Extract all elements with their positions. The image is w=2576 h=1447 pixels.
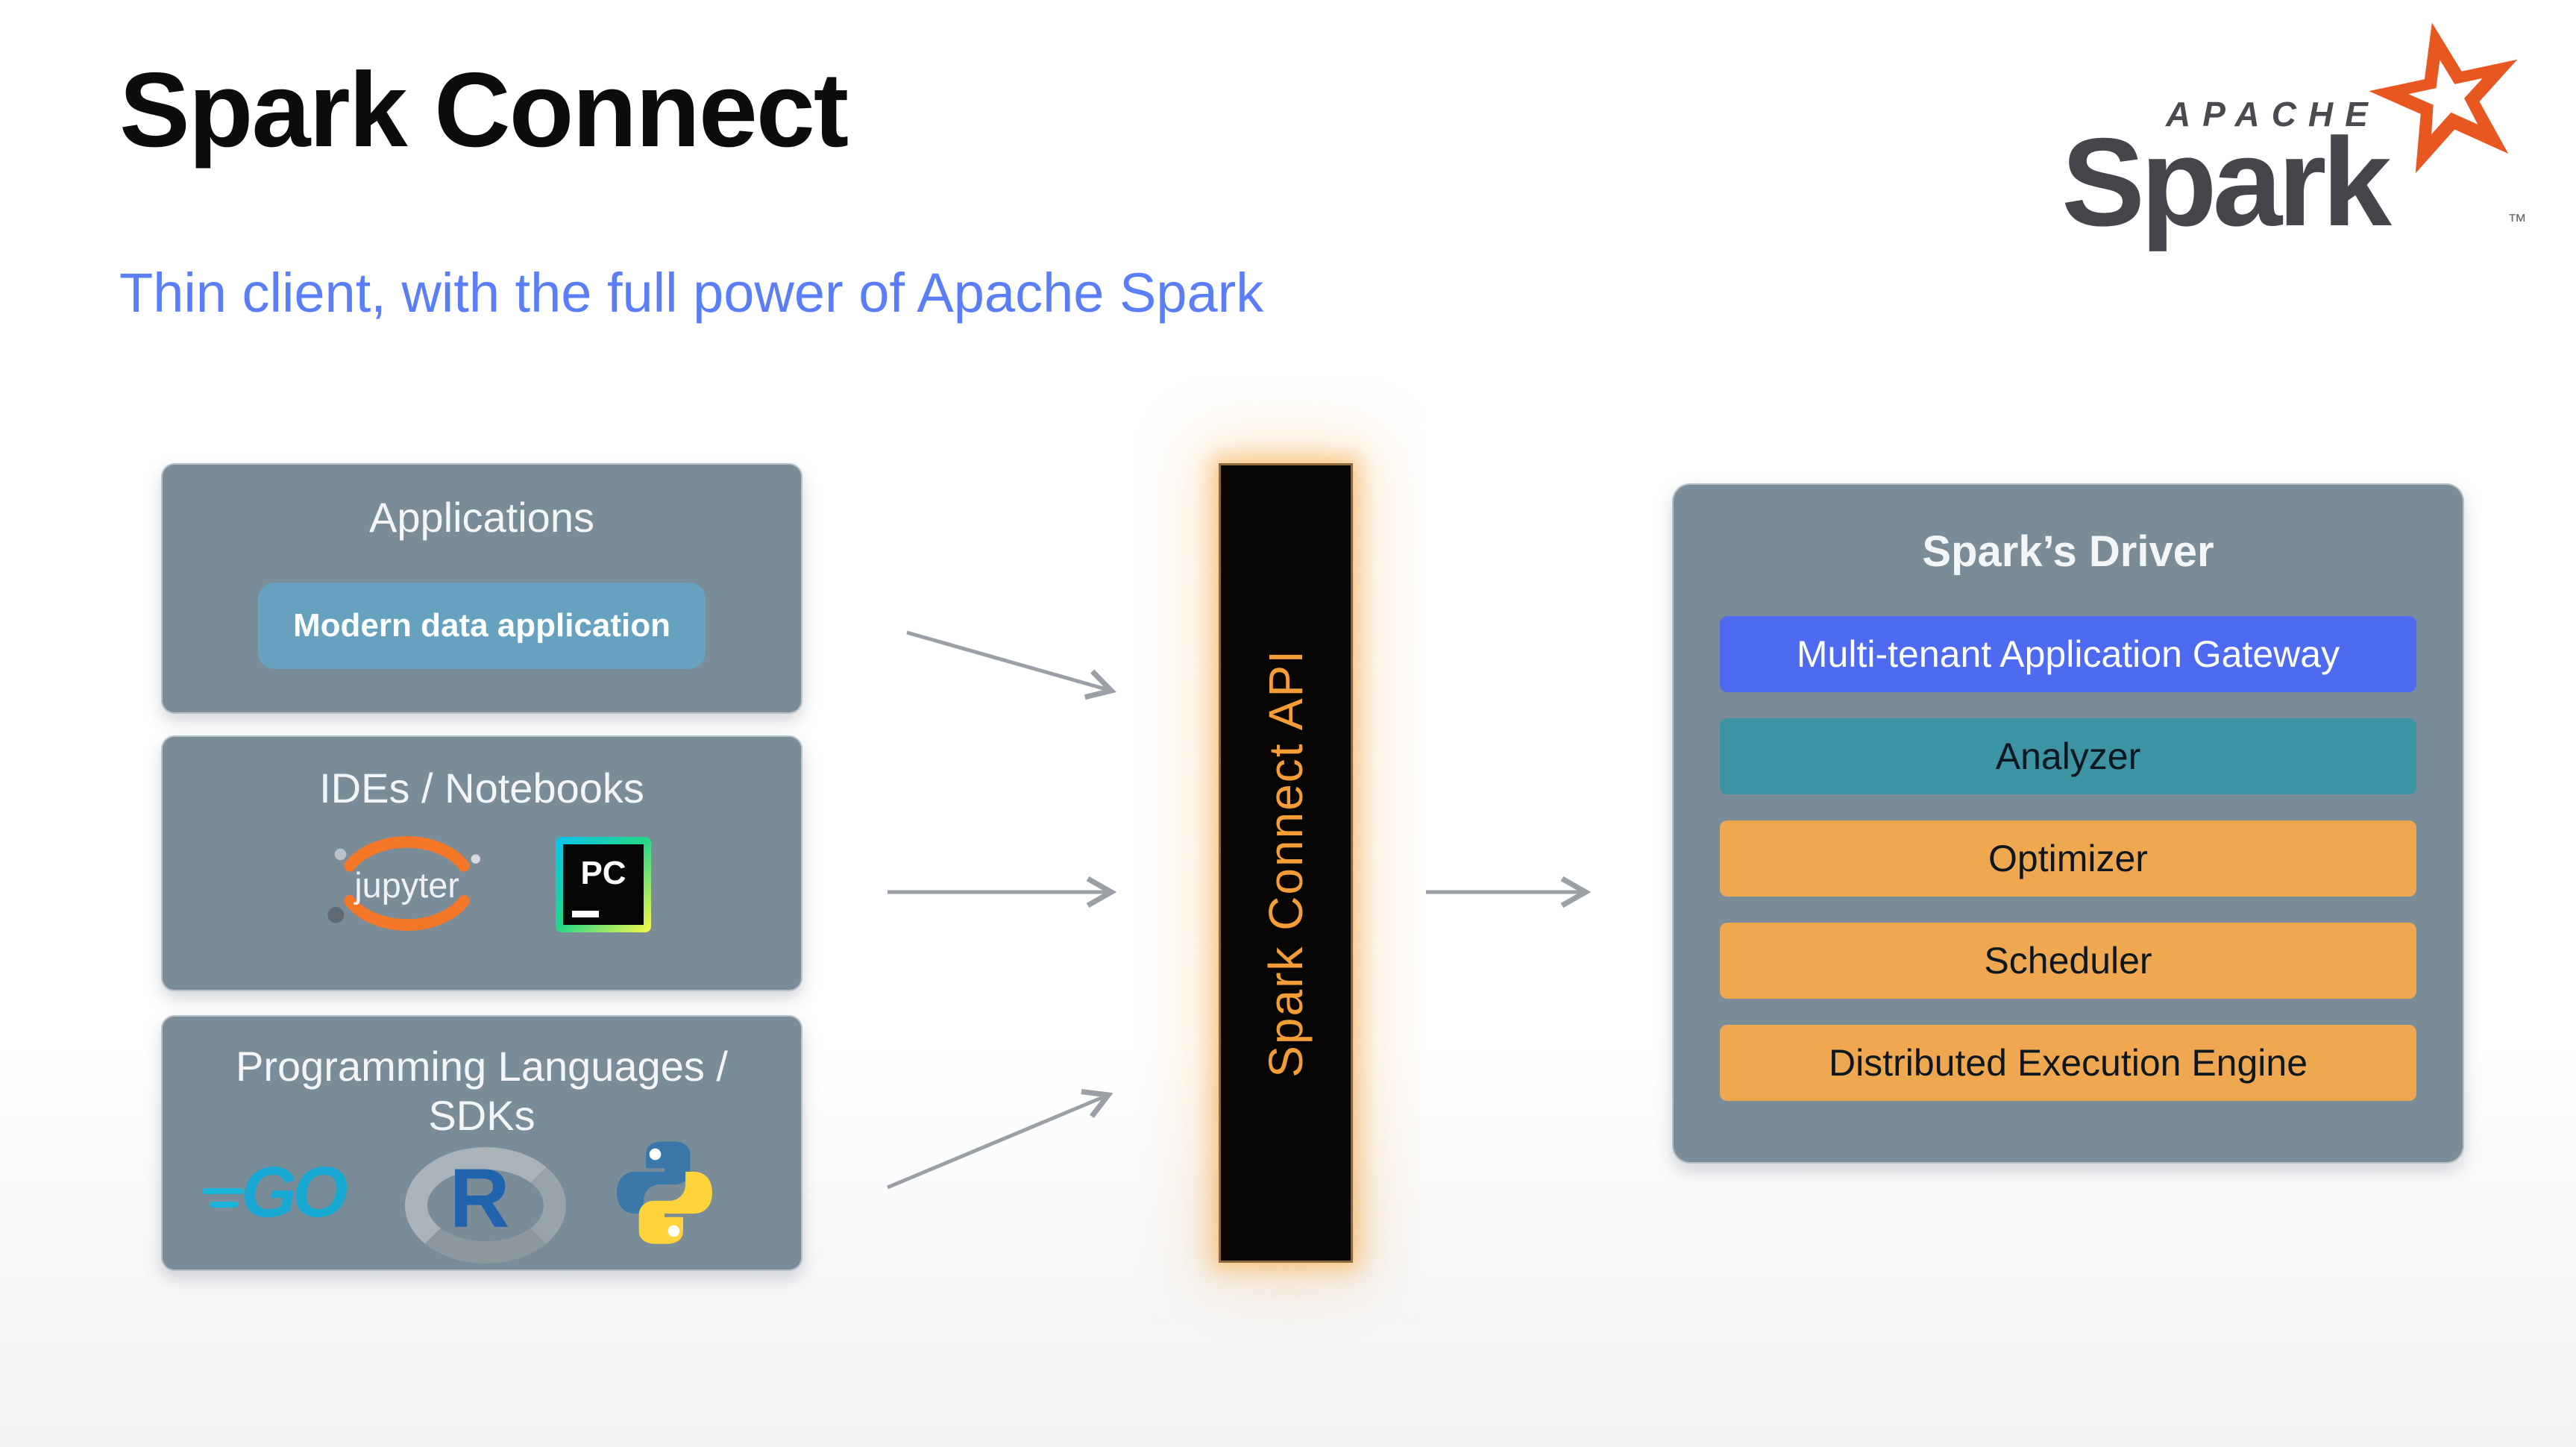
- ides-logo-row: jupyter PC: [163, 825, 801, 944]
- trademark-label: ™: [2507, 210, 2527, 232]
- applications-box: Applications Modern data application: [161, 463, 802, 714]
- jupyter-logo: jupyter: [327, 835, 480, 931]
- python-logo: [616, 1141, 712, 1244]
- go-label: GO: [241, 1152, 348, 1232]
- spark-connect-api-label: Spark Connect API: [1259, 648, 1313, 1078]
- r-label: R: [449, 1152, 510, 1245]
- execution-engine-layer: Distributed Execution Engine: [1720, 1025, 2416, 1101]
- apache-label: APACHE: [2166, 95, 2380, 134]
- pycharm-label: PC: [580, 855, 626, 891]
- go-speed-lines: [202, 1181, 245, 1215]
- optimizer-layer: Optimizer: [1720, 820, 2416, 897]
- arrow-languages: [887, 1088, 1113, 1190]
- languages-logo-row: GO R: [163, 1134, 801, 1264]
- pycharm-underscore: [572, 911, 599, 917]
- applications-title: Applications: [369, 494, 594, 541]
- ides-notebooks-box: IDEs / Notebooks jupyter PC: [161, 735, 802, 991]
- ides-notebooks-title: IDEs / Notebooks: [319, 765, 644, 812]
- gateway-layer: Multi-tenant Application Gateway: [1720, 616, 2416, 692]
- apache-spark-logo: APACHE Spark ™: [2039, 22, 2531, 261]
- scheduler-layer: Scheduler: [1720, 923, 2416, 999]
- jupyter-label: jupyter: [353, 866, 459, 905]
- programming-languages-title: Programming Languages / SDKs: [236, 1043, 728, 1140]
- spark-driver-title: Spark’s Driver: [1922, 527, 2214, 576]
- analyzer-layer: Analyzer: [1720, 718, 2416, 794]
- page-title: Spark Connect: [119, 51, 849, 169]
- page-subtitle: Thin client, with the full power of Apac…: [119, 262, 1264, 324]
- pycharm-logo: PC: [556, 837, 651, 932]
- modern-data-application-chip: Modern data application: [258, 583, 706, 669]
- spark-star-icon: [2369, 22, 2518, 174]
- programming-languages-box: Programming Languages / SDKs GO R: [161, 1015, 802, 1271]
- r-logo: R: [400, 1137, 566, 1264]
- spark-driver-box: Spark’s Driver Multi-tenant Application …: [1672, 483, 2464, 1164]
- go-logo: GO: [202, 1148, 348, 1237]
- arrow-applications: [906, 630, 1116, 700]
- spark-wordmark: Spark: [2061, 112, 2392, 252]
- spark-connect-api-bar: Spark Connect API: [1219, 463, 1353, 1263]
